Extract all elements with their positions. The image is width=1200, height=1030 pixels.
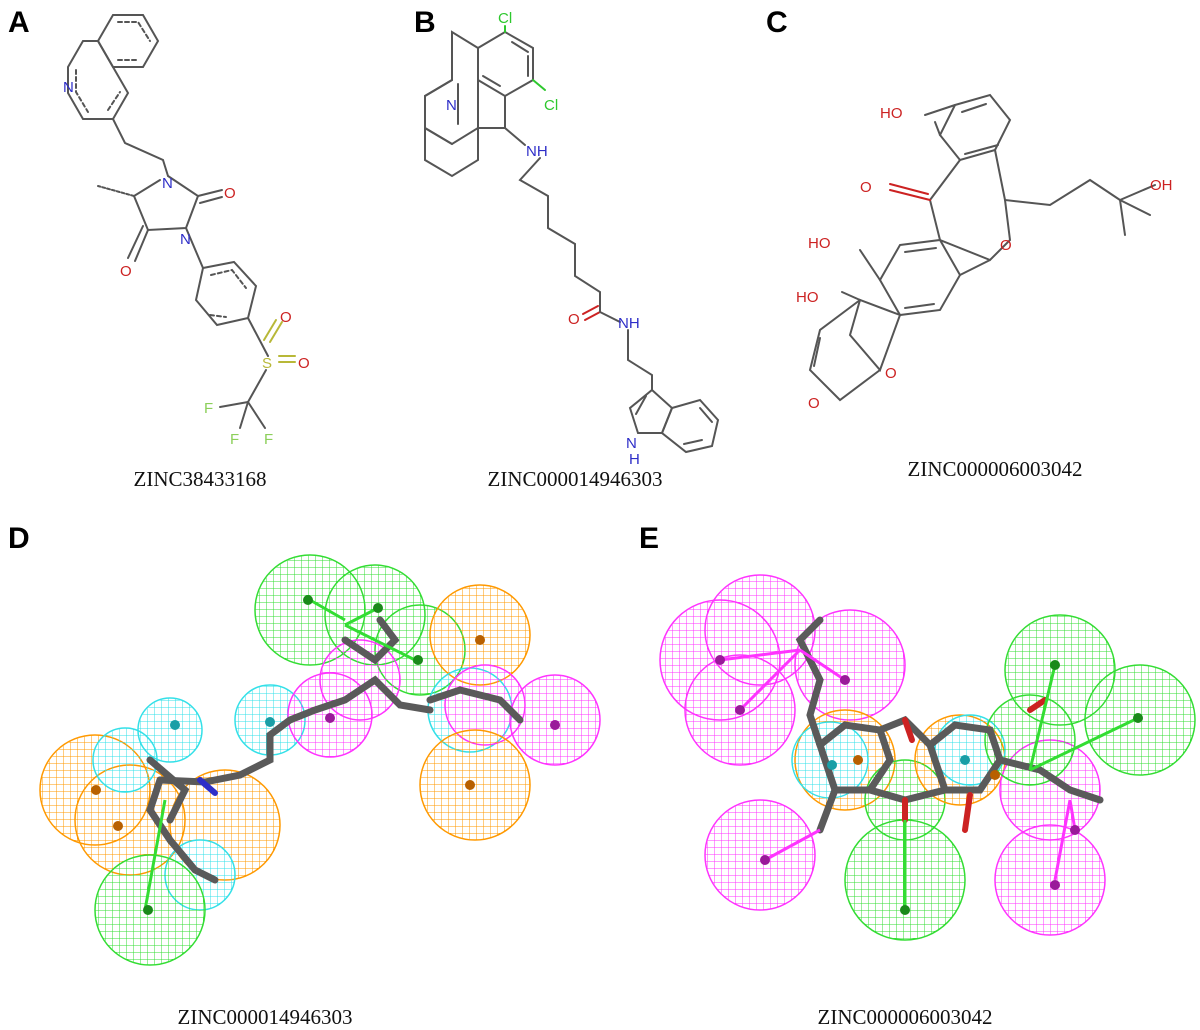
- atom-label: N: [626, 435, 637, 452]
- caption-d: ZINC000014946303: [177, 1005, 353, 1029]
- atom-label: O: [120, 263, 132, 280]
- atom-label: O: [1000, 237, 1012, 254]
- panel-label-e: E: [639, 522, 660, 555]
- panel-label-b: B: [414, 6, 436, 39]
- atom-label: S: [262, 355, 272, 372]
- atom-label: OH: [1150, 177, 1173, 194]
- atom-label: O: [298, 355, 310, 372]
- atom-label: Cl: [498, 10, 512, 27]
- donor-sphere: [137, 697, 203, 763]
- atom-label: O: [568, 311, 580, 328]
- atom-label: HO: [880, 105, 903, 122]
- ring-sphere: [994, 824, 1106, 936]
- panel-label-d: D: [8, 522, 30, 555]
- atom-label: H: [629, 451, 640, 468]
- atom-label: N: [180, 231, 191, 248]
- atom-label: HO: [808, 235, 831, 252]
- atom-label: F: [264, 431, 273, 448]
- atom-label: F: [204, 400, 213, 417]
- atom-label: NH: [526, 143, 548, 160]
- atom-label: N: [446, 97, 457, 114]
- caption-e: ZINC000006003042: [817, 1005, 993, 1029]
- atom-label: O: [808, 395, 820, 412]
- ligand-d: [146, 616, 524, 884]
- panel-label-a: A: [8, 6, 30, 39]
- atom-label: F: [230, 431, 239, 448]
- caption-b: ZINC000014946303: [487, 467, 663, 491]
- atom-label: O: [860, 179, 872, 196]
- atom-label: O: [224, 185, 236, 202]
- atom-label: O: [885, 365, 897, 382]
- acceptor-sphere: [1004, 614, 1116, 726]
- atom-label: N: [162, 175, 173, 192]
- caption-c: ZINC000006003042: [907, 457, 1083, 481]
- atom-label: HO: [796, 289, 819, 306]
- caption-a: ZINC38433168: [133, 467, 267, 491]
- atom-label: N: [63, 79, 74, 96]
- atom-label: O: [280, 309, 292, 326]
- panel-label-c: C: [766, 6, 788, 39]
- ring-sphere: [704, 799, 816, 911]
- atom-label: Cl: [544, 97, 558, 114]
- atom-label: NH: [618, 315, 640, 332]
